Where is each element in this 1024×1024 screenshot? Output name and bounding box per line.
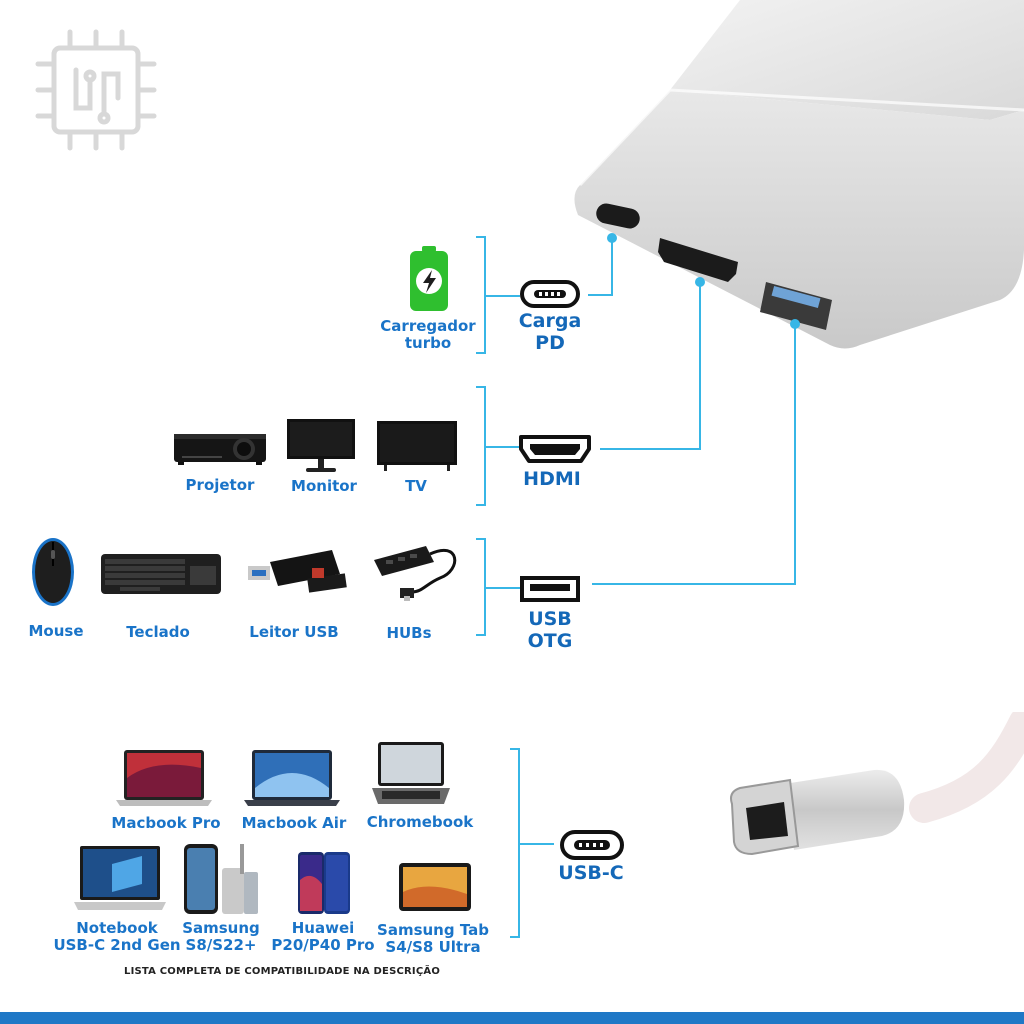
bracket-usbc [510,748,554,938]
bracket-pd [476,236,520,354]
device-label-chromebook: Chromebook [366,813,474,831]
port-title-hdmi: HDMI [523,468,581,490]
charger-label-line2: turbo [404,334,452,352]
device-label-projetor: Projetor [185,476,255,494]
keyboard-image [101,554,221,594]
port-title-pd-line1: Carga [518,310,582,332]
tv-image [377,421,457,471]
port-title-pd: Carga PD [506,310,594,354]
charger-label: Carregador turbo [372,318,484,352]
device-label-macbook-air: Macbook Air [241,814,347,832]
usbc-port-icon [520,280,580,308]
device-label-huawei-line2: P20/P40 Pro [271,936,375,954]
footer-bar [0,1012,1024,1024]
device-label-teclado: Teclado [126,623,190,641]
usb-hub-image [374,546,457,601]
device-label-notebook: Notebook USB-C 2nd Gen [52,920,182,954]
mouse-image [32,538,74,606]
usb-reader-image [248,550,347,593]
hdmi-port-icon [519,435,591,463]
usbc-port-icon [560,830,624,860]
device-label-samsung-line1: Samsung [182,919,260,937]
bracket-hdmi [476,386,520,506]
samsung-tab-image [399,863,471,911]
monitor-image [287,419,355,472]
device-label-macbook-pro: Macbook Pro [111,814,221,832]
bracket-usb [476,538,520,636]
device-label-samsung-line2: S8/S22+ [185,936,257,954]
samsung-phone-image [184,844,258,914]
macbook-air-image [244,750,340,806]
chip-logo-icon [35,29,157,151]
usb-a-port-icon [520,576,580,602]
chromebook-image [372,742,450,804]
device-label-samsung-tab-line1: Samsung Tab [377,921,489,939]
notebook-image [74,846,166,910]
port-title-usbc: USB-C [558,862,624,884]
device-label-huawei: Huawei P20/P40 Pro [268,920,378,954]
device-label-mouse: Mouse [28,622,84,640]
port-connector-lines [588,233,800,585]
charger-label-line1: Carregador [380,317,476,335]
usbc-plug-image [730,712,1024,856]
port-title-usb-otg: USB OTG [506,608,594,652]
device-label-hubs: HUBs [386,624,432,642]
adapter-body [574,0,1024,349]
device-label-samsung-tab-line2: S4/S8 Ultra [385,938,481,956]
device-label-leitor-usb: Leitor USB [249,623,339,641]
device-label-samsung: Samsung S8/S22+ [178,920,264,954]
device-label-samsung-tab: Samsung Tab S4/S8 Ultra [376,922,490,956]
huawei-phone-image [298,852,350,914]
device-label-huawei-line1: Huawei [291,919,355,937]
port-title-pd-line2: PD [535,332,565,354]
device-label-notebook-line2: USB-C 2nd Gen [53,936,181,954]
battery-bolt-icon [410,246,448,311]
port-title-usb-otg-line1: USB [528,608,572,630]
device-label-monitor: Monitor [291,477,357,495]
device-label-tv: TV [405,477,427,495]
projector-image [174,434,266,465]
macbook-pro-image [116,750,212,806]
compatibility-footnote: LISTA COMPLETA DE COMPATIBILIDADE NA DES… [124,966,441,977]
port-title-usb-otg-line2: OTG [527,630,573,652]
device-label-notebook-line1: Notebook [76,919,158,937]
